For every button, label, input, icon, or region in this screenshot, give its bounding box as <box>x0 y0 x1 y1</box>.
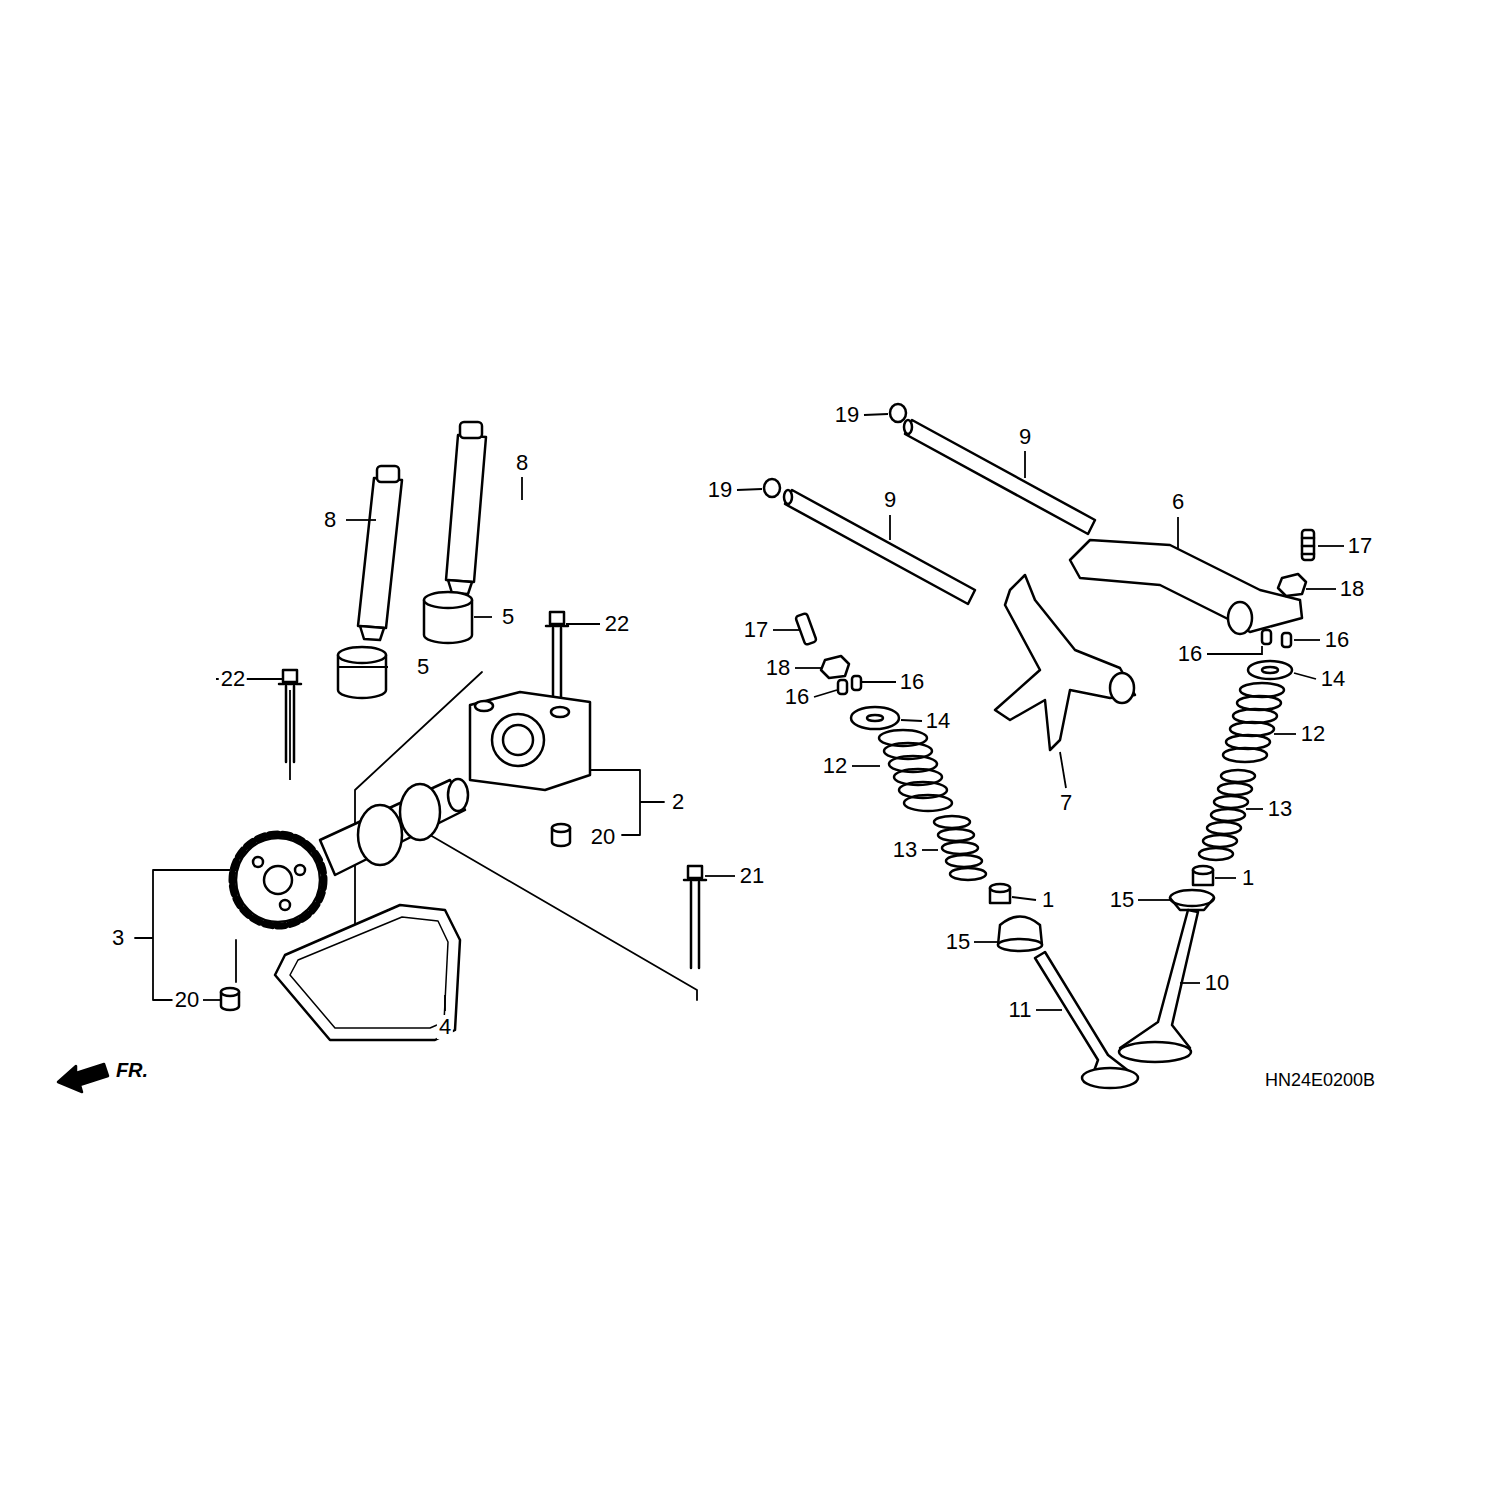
callout-number: 16 <box>783 685 811 709</box>
callout-number: 8 <box>514 451 530 475</box>
callout-number: 20 <box>589 825 617 849</box>
diagram-code: HN24E0200B <box>1263 1070 1377 1090</box>
callout-number: 16 <box>1176 642 1204 666</box>
callout-number: 14 <box>924 709 952 733</box>
callout-number: 21 <box>738 864 766 888</box>
callout-number: 10 <box>1203 971 1231 995</box>
callout-number: 9 <box>882 488 898 512</box>
callout-number: 5 <box>415 655 431 679</box>
valve <box>1035 910 1198 1088</box>
callout-number: 7 <box>1058 791 1074 815</box>
gasket <box>275 905 460 1040</box>
bolt <box>279 612 706 968</box>
camshaft <box>320 779 468 875</box>
rocker-arm <box>995 575 1135 750</box>
cam-holder <box>470 692 590 790</box>
callout-number: 22 <box>219 667 247 691</box>
callout-number: 20 <box>173 988 201 1012</box>
callout-number: 6 <box>1170 490 1186 514</box>
callout-number: 12 <box>1299 722 1327 746</box>
cam-sprocket <box>232 834 324 926</box>
callout-number: 12 <box>821 754 849 778</box>
callout-number: 18 <box>764 656 792 680</box>
callout-number: 8 <box>322 508 338 532</box>
callout-number: 17 <box>1346 534 1374 558</box>
callout-number: 19 <box>833 403 861 427</box>
callout-number: 16 <box>898 670 926 694</box>
front-indicator: FR. <box>114 1059 150 1081</box>
callout-number: 15 <box>944 930 972 954</box>
callout-number: 9 <box>1017 425 1033 449</box>
front-arrow <box>58 1064 108 1092</box>
valve-spring <box>879 683 1284 880</box>
callout-number: 17 <box>742 618 770 642</box>
callout-number: 1 <box>1240 866 1256 890</box>
callout-number: 4 <box>437 1015 453 1039</box>
callout-number: 3 <box>110 926 126 950</box>
callout-number: 15 <box>1108 888 1136 912</box>
callout-number: 18 <box>1338 577 1366 601</box>
callout-number: 2 <box>670 790 686 814</box>
callout-number: 13 <box>891 838 919 862</box>
rocker-shaft <box>764 404 1095 604</box>
leader-line <box>203 414 1344 1011</box>
valve-adjuster <box>795 530 1314 729</box>
callout-number: 1 <box>1040 888 1056 912</box>
callout-number: 22 <box>603 612 631 636</box>
callout-number: 5 <box>500 605 516 629</box>
callout-number: 19 <box>706 478 734 502</box>
callout-number: 16 <box>1323 628 1351 652</box>
callout-number: 11 <box>1007 998 1034 1022</box>
callout-number: 14 <box>1319 667 1347 691</box>
rocker-arm <box>1070 540 1302 632</box>
callout-number: 13 <box>1266 797 1294 821</box>
tappet <box>338 592 472 698</box>
